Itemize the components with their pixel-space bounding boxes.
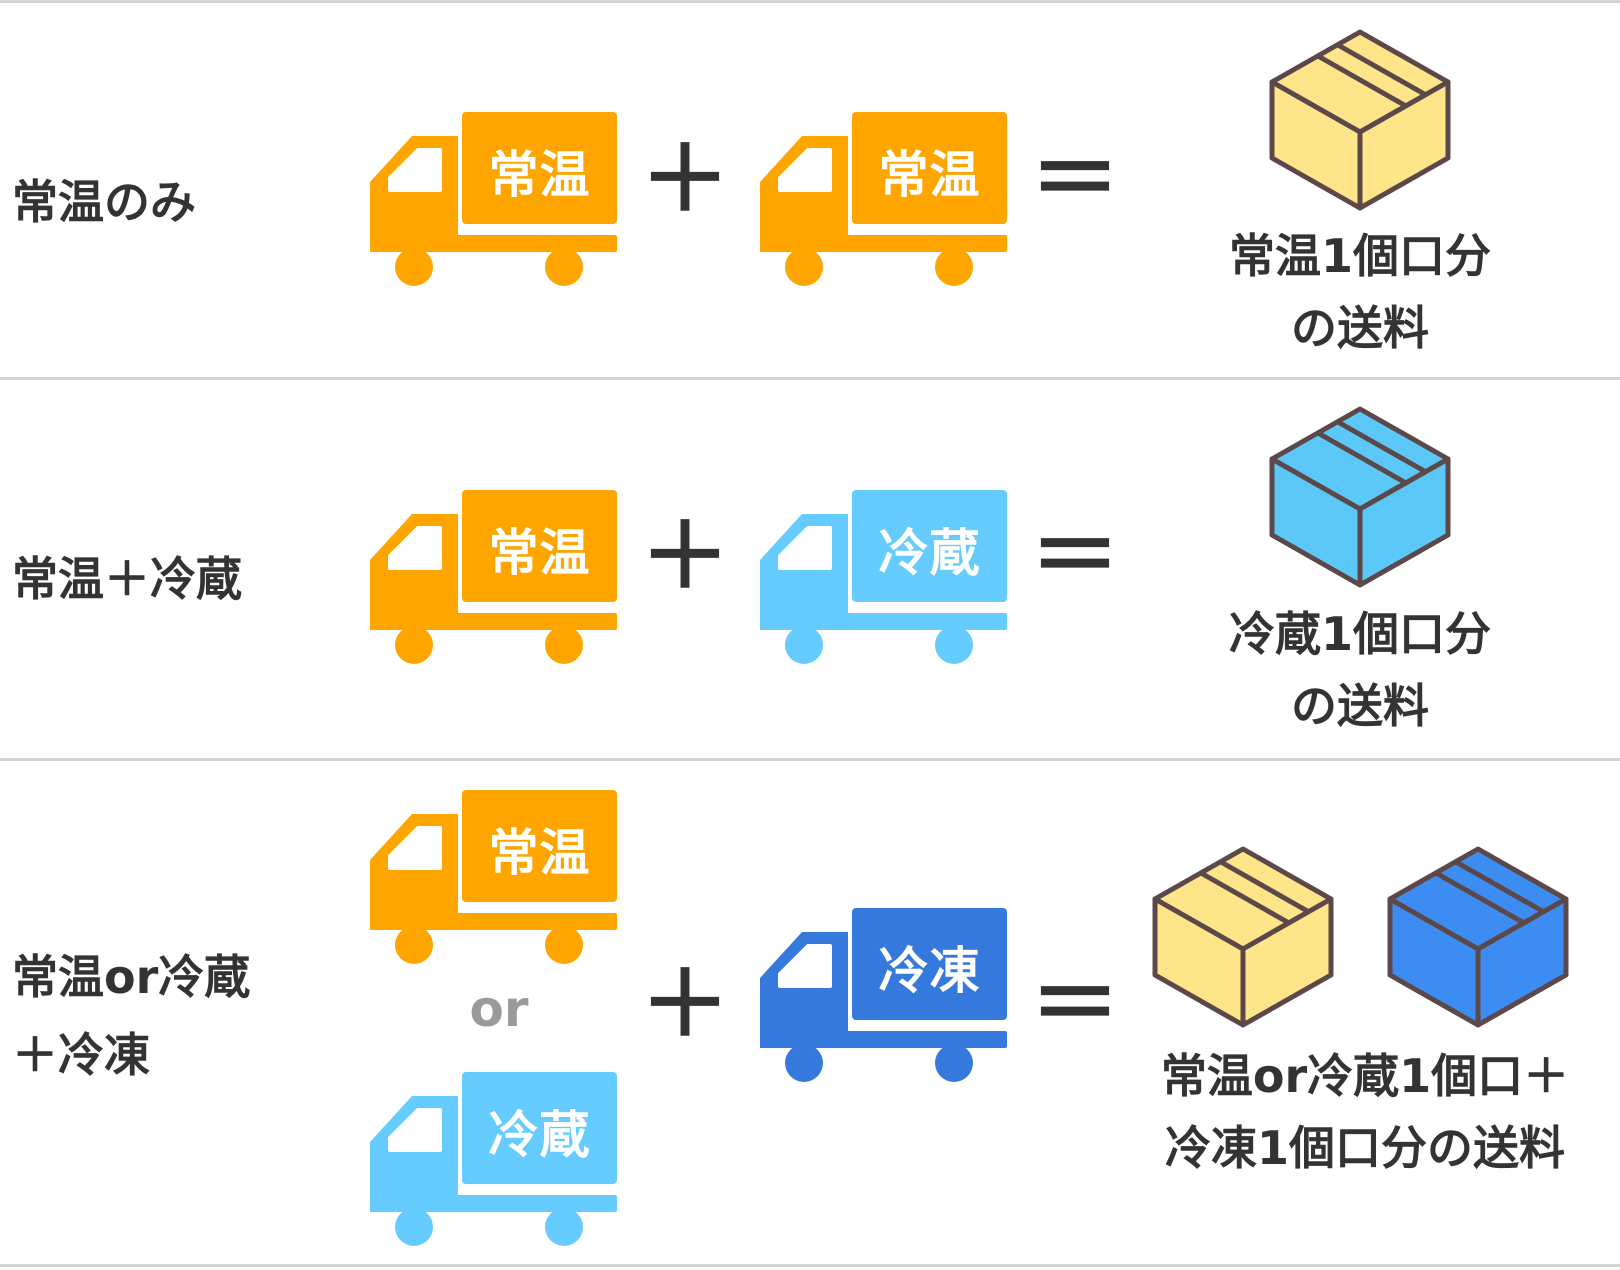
result-text: 常温1個口分 の送料 <box>1228 229 1491 355</box>
truck-icon: 冷蔵 <box>752 490 1012 670</box>
box-icon <box>1265 28 1455 213</box>
truck-label: 常温 <box>878 146 981 204</box>
plus-sign: ＋ <box>640 127 730 232</box>
truck-label: 冷蔵 <box>878 524 981 582</box>
plus-sign: ＋ <box>640 504 730 609</box>
truck-icon: 常温 <box>752 112 1012 292</box>
box-icon <box>1148 845 1338 1030</box>
truck-label: 常温 <box>488 824 591 882</box>
truck-label: 冷凍 <box>878 942 981 1000</box>
truck-label: 常温 <box>488 146 591 204</box>
truck-icon: 冷蔵 <box>362 1072 622 1252</box>
divider-top <box>0 0 1620 3</box>
row-label-ambient-or-refrigerated-plus-frozen: 常温or冷蔵 ＋冷凍 <box>12 950 251 1082</box>
or-text: or <box>469 980 529 1038</box>
truck-icon: 常温 <box>362 490 622 670</box>
truck-icon: 常温 <box>362 790 622 970</box>
row-label-ambient-plus-refrigerated: 常温＋冷蔵 <box>12 552 242 606</box>
divider-row1-row2 <box>0 377 1620 380</box>
equals-sign: ＝ <box>1030 952 1120 1057</box>
truck-icon: 常温 <box>362 112 622 292</box>
truck-label: 常温 <box>488 524 591 582</box>
divider-row2-row3 <box>0 758 1620 761</box>
truck-icon: 冷凍 <box>752 908 1012 1088</box>
equals-sign: ＝ <box>1030 504 1120 609</box>
plus-sign: ＋ <box>640 952 730 1057</box>
result-text: 常温or冷蔵1個口＋ 冷凍1個口分の送料 <box>1160 1049 1570 1175</box>
truck-label: 冷蔵 <box>488 1106 591 1164</box>
row-label-ambient-only: 常温のみ <box>12 175 196 229</box>
box-icon <box>1383 845 1573 1030</box>
divider-bottom <box>0 1264 1620 1267</box>
result-text: 冷蔵1個口分 の送料 <box>1228 607 1491 733</box>
box-icon <box>1265 405 1455 590</box>
equals-sign: ＝ <box>1030 127 1120 232</box>
